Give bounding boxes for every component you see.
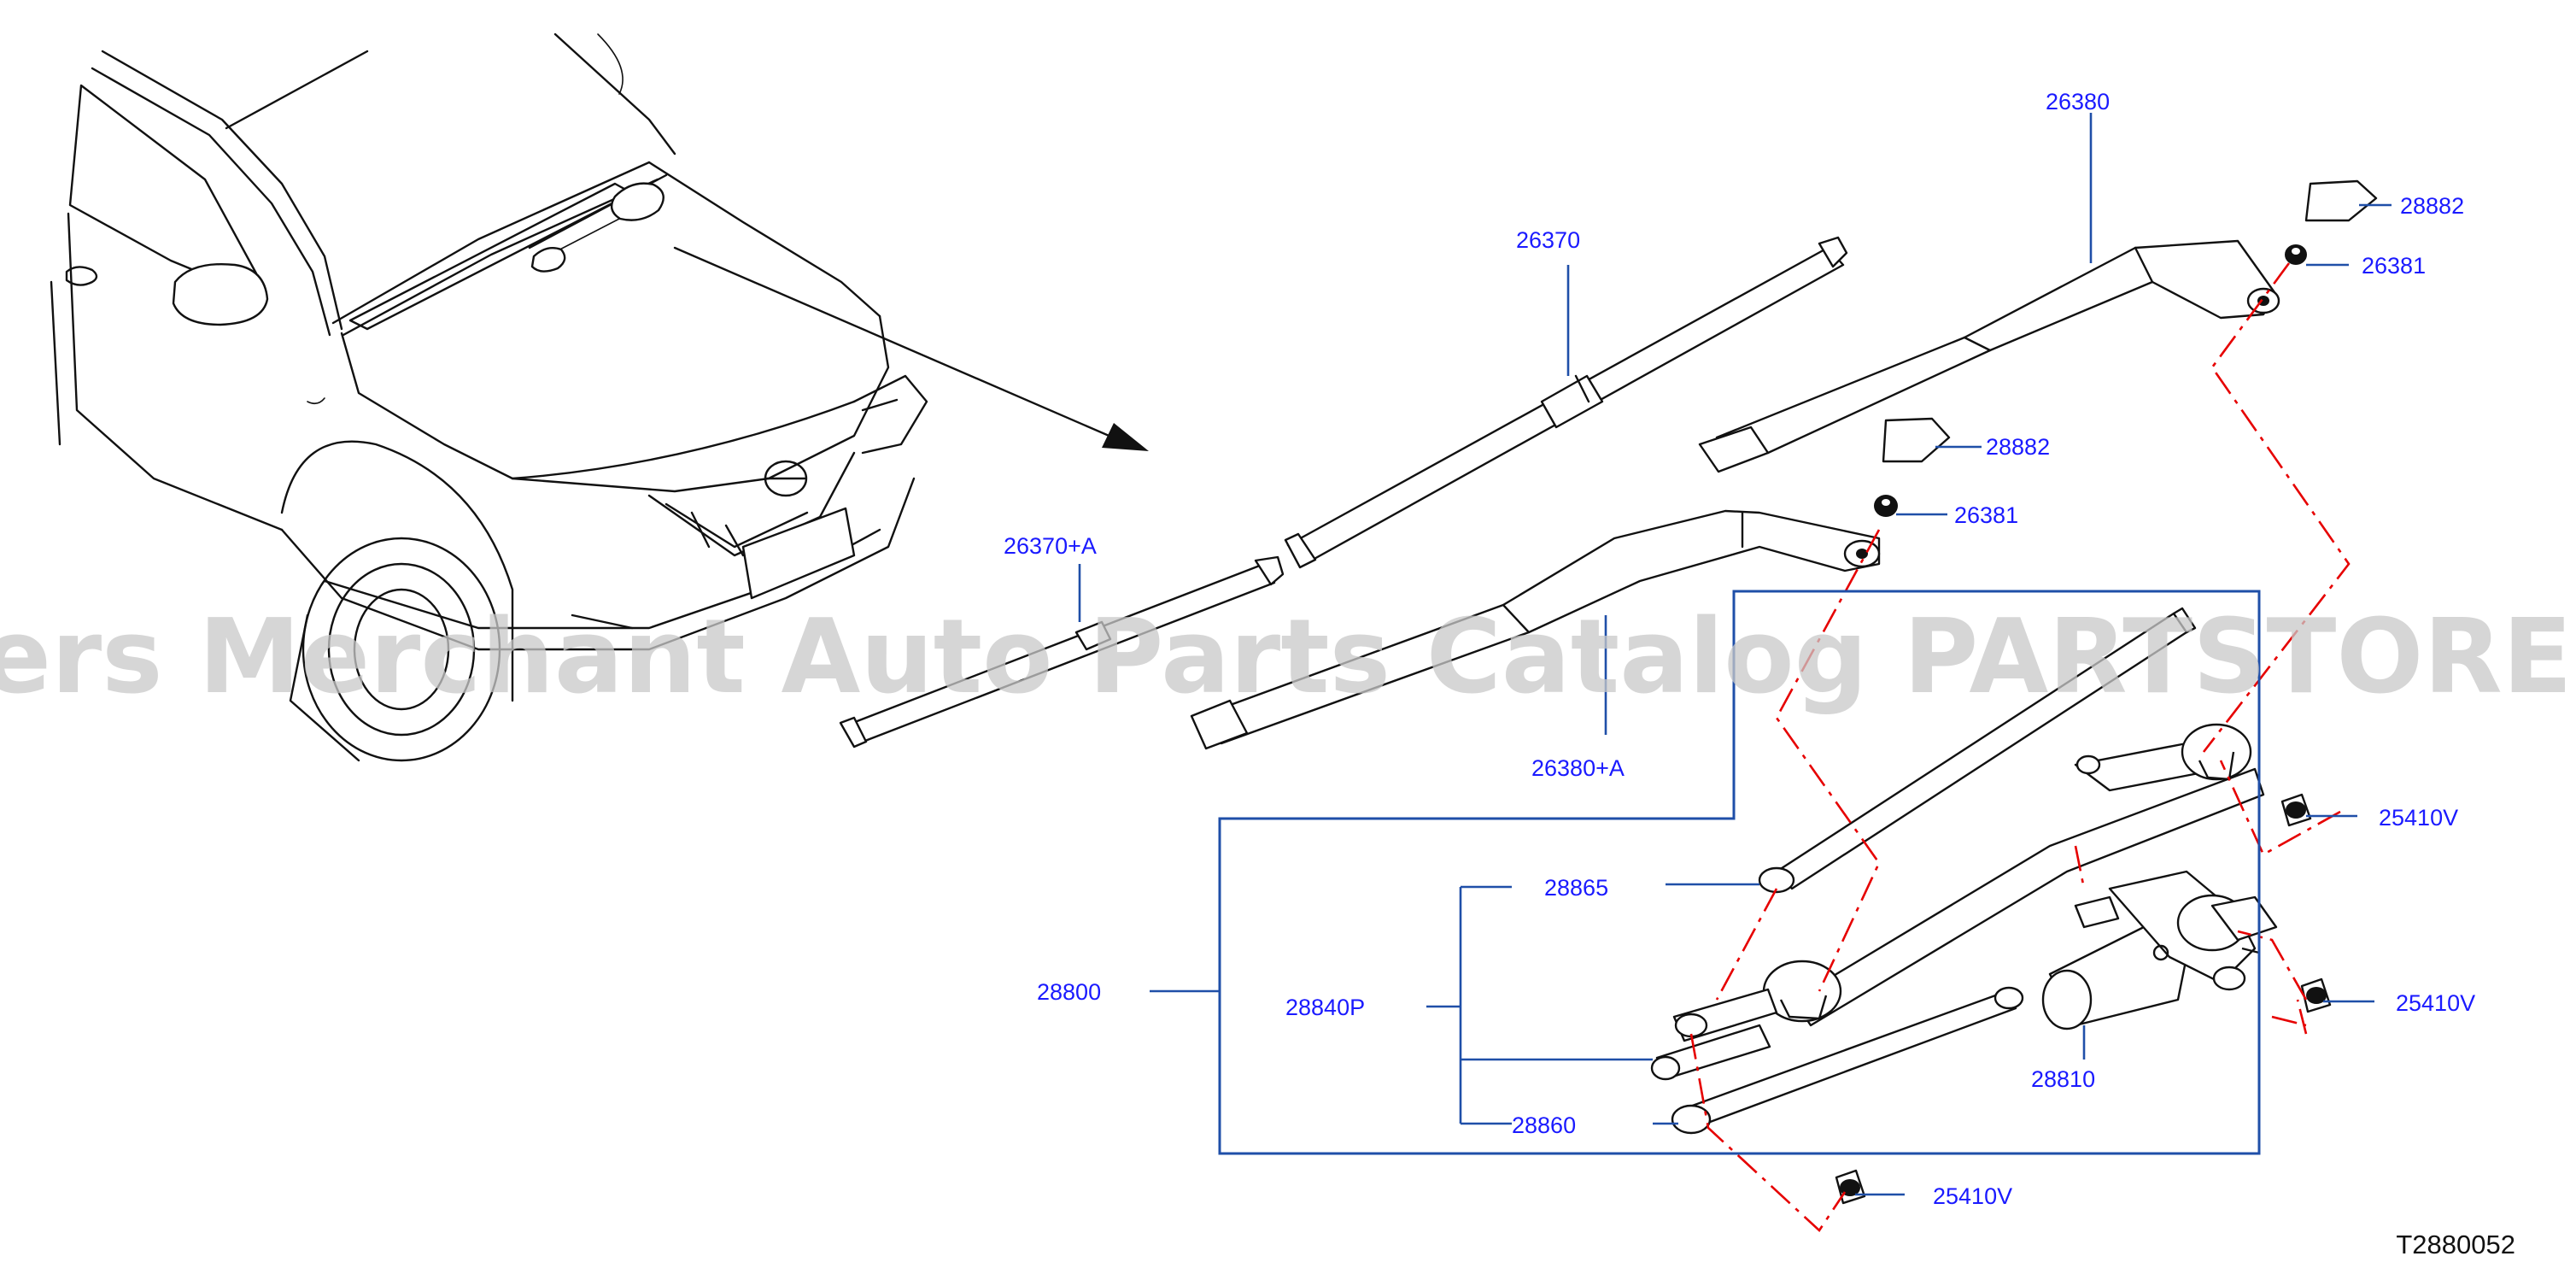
label-wiper-arm-driver[interactable]: 26380+A xyxy=(1531,755,1625,781)
label-link-bushing[interactable]: 28865 xyxy=(1544,875,1608,901)
label-nut-lower[interactable]: 26381 xyxy=(1954,502,2018,528)
nut-lower xyxy=(1874,495,1898,517)
part-labels: 26380 26370 28882 26381 28882 26381 2637… xyxy=(1004,89,2475,1209)
label-cap-upper[interactable]: 28882 xyxy=(2400,193,2464,219)
label-blade-passenger[interactable]: 26370 xyxy=(1516,227,1580,253)
label-link-assembly[interactable]: 28840P xyxy=(1285,995,1365,1020)
label-blade-driver[interactable]: 26370+A xyxy=(1004,533,1097,559)
wiper-arm-passenger xyxy=(1698,239,2280,473)
label-wiper-assembly[interactable]: 28800 xyxy=(1037,979,1101,1005)
wiper-arm-driver xyxy=(1190,509,1881,750)
label-bolt-upper[interactable]: 25410V xyxy=(2379,805,2458,831)
label-link-rod[interactable]: 28860 xyxy=(1512,1112,1576,1138)
label-wiper-arm-passenger[interactable]: 26380 xyxy=(2046,89,2110,114)
label-bolt-middle[interactable]: 25410V xyxy=(2396,990,2475,1016)
cap-upper xyxy=(2304,179,2378,222)
label-bolt-lower[interactable]: 25410V xyxy=(1933,1183,2012,1209)
bolt-upper xyxy=(2280,793,2312,827)
alignment-lines xyxy=(1689,262,2351,1232)
nut-upper xyxy=(2285,244,2307,265)
wiper-linkage xyxy=(1650,607,2278,1135)
blade-driver xyxy=(839,555,1285,748)
label-nut-upper[interactable]: 26381 xyxy=(2362,253,2426,279)
watermark: Offers Merchant Auto Parts Catalog PARTS… xyxy=(0,598,2576,717)
blade-passenger xyxy=(1284,236,1848,569)
vehicle-illustration xyxy=(50,32,1149,762)
cap-lower xyxy=(1882,417,1951,463)
label-wiper-motor[interactable]: 28810 xyxy=(2031,1066,2095,1092)
label-cap-lower[interactable]: 28882 xyxy=(1986,434,2050,460)
bolt-middle xyxy=(2300,977,2332,1013)
leader-lines xyxy=(1078,113,2392,1196)
assembly-frame xyxy=(1218,590,2261,1155)
diagram-id: T2880052 xyxy=(2396,1230,2515,1259)
